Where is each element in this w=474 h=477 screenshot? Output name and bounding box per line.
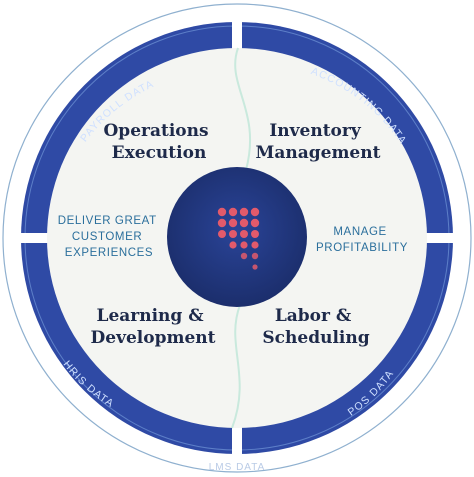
logo-dot (240, 230, 248, 238)
logo-dot (218, 230, 226, 238)
goal-deliver-great-customer-experiences: DELIVER GREAT CUSTOMER EXPERIENCES (58, 215, 161, 259)
logo-dot (251, 241, 259, 249)
logo-dot (251, 252, 259, 260)
logo-dot (217, 218, 227, 228)
logo-dot (228, 207, 238, 217)
center-hub (167, 167, 307, 307)
logo-dot (217, 207, 227, 217)
logo-dot (229, 230, 237, 238)
ring-label-lms-data: LMS DATA (209, 462, 266, 473)
quadrant-learning-development: Learning & Development (91, 306, 216, 348)
logo-dot (251, 230, 259, 238)
quadrant-divider-line (231, 47, 251, 429)
logo-dot (252, 264, 258, 270)
goal-manage-profitability: MANAGE PROFITABILITY (316, 226, 408, 254)
logo-dot (239, 218, 249, 228)
quadrant-operations-execution: Operations Execution (104, 121, 215, 163)
quadrant-inventory-management: Inventory Management (256, 121, 381, 163)
ring-separator-left (18, 233, 52, 243)
logo-dot (229, 241, 237, 249)
logo-dot (240, 241, 248, 249)
logo-dot (250, 207, 260, 217)
outer-outline-ring (2, 3, 472, 473)
logo-dot (250, 218, 260, 228)
logo-dot (240, 252, 248, 260)
quadrant-labor-scheduling: Labor & Scheduling (262, 306, 369, 348)
ring-separator-top (232, 20, 242, 52)
ring-separator-right (422, 233, 456, 243)
ring-separator-bottom (232, 423, 242, 455)
logo-dot (239, 207, 249, 217)
logo-dot (228, 218, 238, 228)
dot-grid-logo-icon (217, 207, 260, 270)
